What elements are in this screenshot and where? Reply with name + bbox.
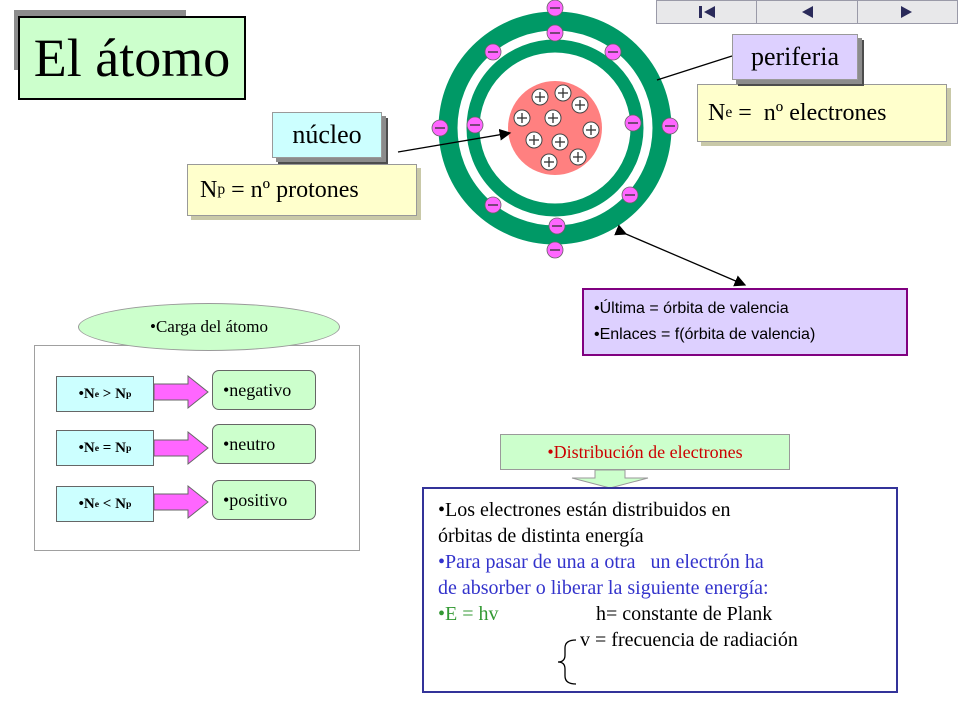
previous-slide-icon <box>801 6 813 18</box>
proton-icon <box>525 131 543 149</box>
proton-icon <box>513 109 531 127</box>
info-line-4: de absorber o liberar la siguiente energ… <box>438 577 769 599</box>
result-neutral: •neutro <box>212 424 316 464</box>
electrons <box>431 0 679 259</box>
previous-slide-button[interactable] <box>757 1 858 23</box>
next-slide-icon <box>901 6 913 18</box>
valence-line-1: •Última = órbita de valencia <box>594 300 789 317</box>
brace <box>557 639 577 685</box>
arrow-positive <box>153 484 209 520</box>
next-slide-button[interactable] <box>858 1 957 23</box>
proton-icon <box>540 153 558 171</box>
info-line-3: •Para pasar de una a otra un electrón ha <box>438 551 764 573</box>
electron-icon <box>661 117 679 135</box>
proton-icon <box>569 148 587 166</box>
proton-icon <box>544 109 562 127</box>
protons <box>513 84 600 171</box>
nucleus-label: núcleo <box>272 112 382 158</box>
electron-icon <box>431 119 449 137</box>
distribution-box: •Los electrones están distribuidos en ór… <box>422 487 898 693</box>
periphery-label: periferia <box>732 34 858 80</box>
info-line-7-row: v = frecuencia de radiación <box>438 627 896 653</box>
electron-icon <box>624 114 642 132</box>
energy-formula: •E = hv <box>438 603 499 625</box>
info-line-1: •Los electrones están distribuidos en <box>438 499 731 521</box>
nucleus-arrow <box>397 128 512 153</box>
slide-navigation <box>656 0 958 24</box>
valence-line-2: •Enlaces = f(órbita de valencia) <box>594 326 816 343</box>
electron-icon <box>466 116 484 134</box>
periphery-arrow <box>656 55 733 81</box>
arrow-neutral <box>153 430 209 466</box>
electron-icon <box>548 217 566 235</box>
proton-icon <box>571 96 589 114</box>
distribution-title: •Distribución de electrones <box>500 434 790 470</box>
result-negative: •negativo <box>212 370 316 410</box>
proton-icon <box>582 121 600 139</box>
electron-icon <box>484 196 502 214</box>
slide-title: El átomo <box>18 16 246 100</box>
first-slide-icon <box>698 6 715 18</box>
electron-icon <box>546 0 564 17</box>
plank-constant: h= constante de Plank <box>596 603 773 625</box>
info-line-2: órbitas de distinta energía <box>438 525 644 547</box>
electron-icon <box>604 43 622 61</box>
result-positive: •positivo <box>212 480 316 520</box>
distribution-arrow <box>571 469 649 489</box>
proton-icon <box>554 84 572 102</box>
electron-icon <box>621 186 639 204</box>
radiation-frequency: v = frecuencia de radiación <box>580 629 798 651</box>
valence-box: •Última = órbita de valencia •Enlaces = … <box>582 288 908 356</box>
electron-icon <box>484 43 502 61</box>
electron-icon <box>546 241 564 259</box>
arrow-negative <box>153 374 209 410</box>
electron-icon <box>546 24 564 42</box>
info-line-5-row: •E = hv h= constante de Plank <box>438 601 896 627</box>
valence-arrow <box>614 224 747 287</box>
charge-title: •Carga del átomo <box>78 303 340 351</box>
first-slide-button[interactable] <box>657 1 758 23</box>
proton-icon <box>531 88 549 106</box>
proton-icon <box>551 133 569 151</box>
